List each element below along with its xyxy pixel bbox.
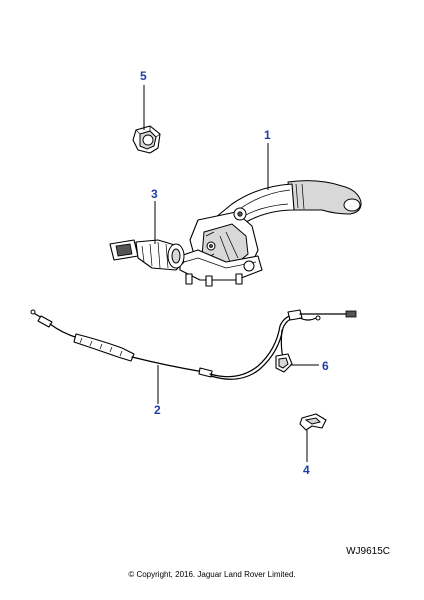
reference-code: WJ9615C [346, 546, 390, 557]
callout-2: 2 [154, 403, 161, 417]
callout-5: 5 [140, 69, 147, 83]
callout-6: 6 [322, 359, 329, 373]
callout-1: 1 [264, 128, 271, 142]
part-5-bush [132, 125, 161, 154]
part-2-handbrake-cable [30, 309, 357, 380]
part-6-cable-clip [275, 353, 293, 373]
callout-labels: 5 1 3 2 6 4 [140, 69, 329, 477]
part-3-adjuster-assembly [109, 239, 185, 271]
part-4-retaining-clip [299, 413, 327, 431]
callout-4: 4 [303, 463, 310, 477]
copyright-notice: © Copyright, 2016. Jaguar Land Rover Lim… [128, 570, 296, 579]
part-1-handbrake-lever [179, 180, 362, 287]
callout-3: 3 [151, 187, 158, 201]
leader-lines [143, 85, 319, 462]
